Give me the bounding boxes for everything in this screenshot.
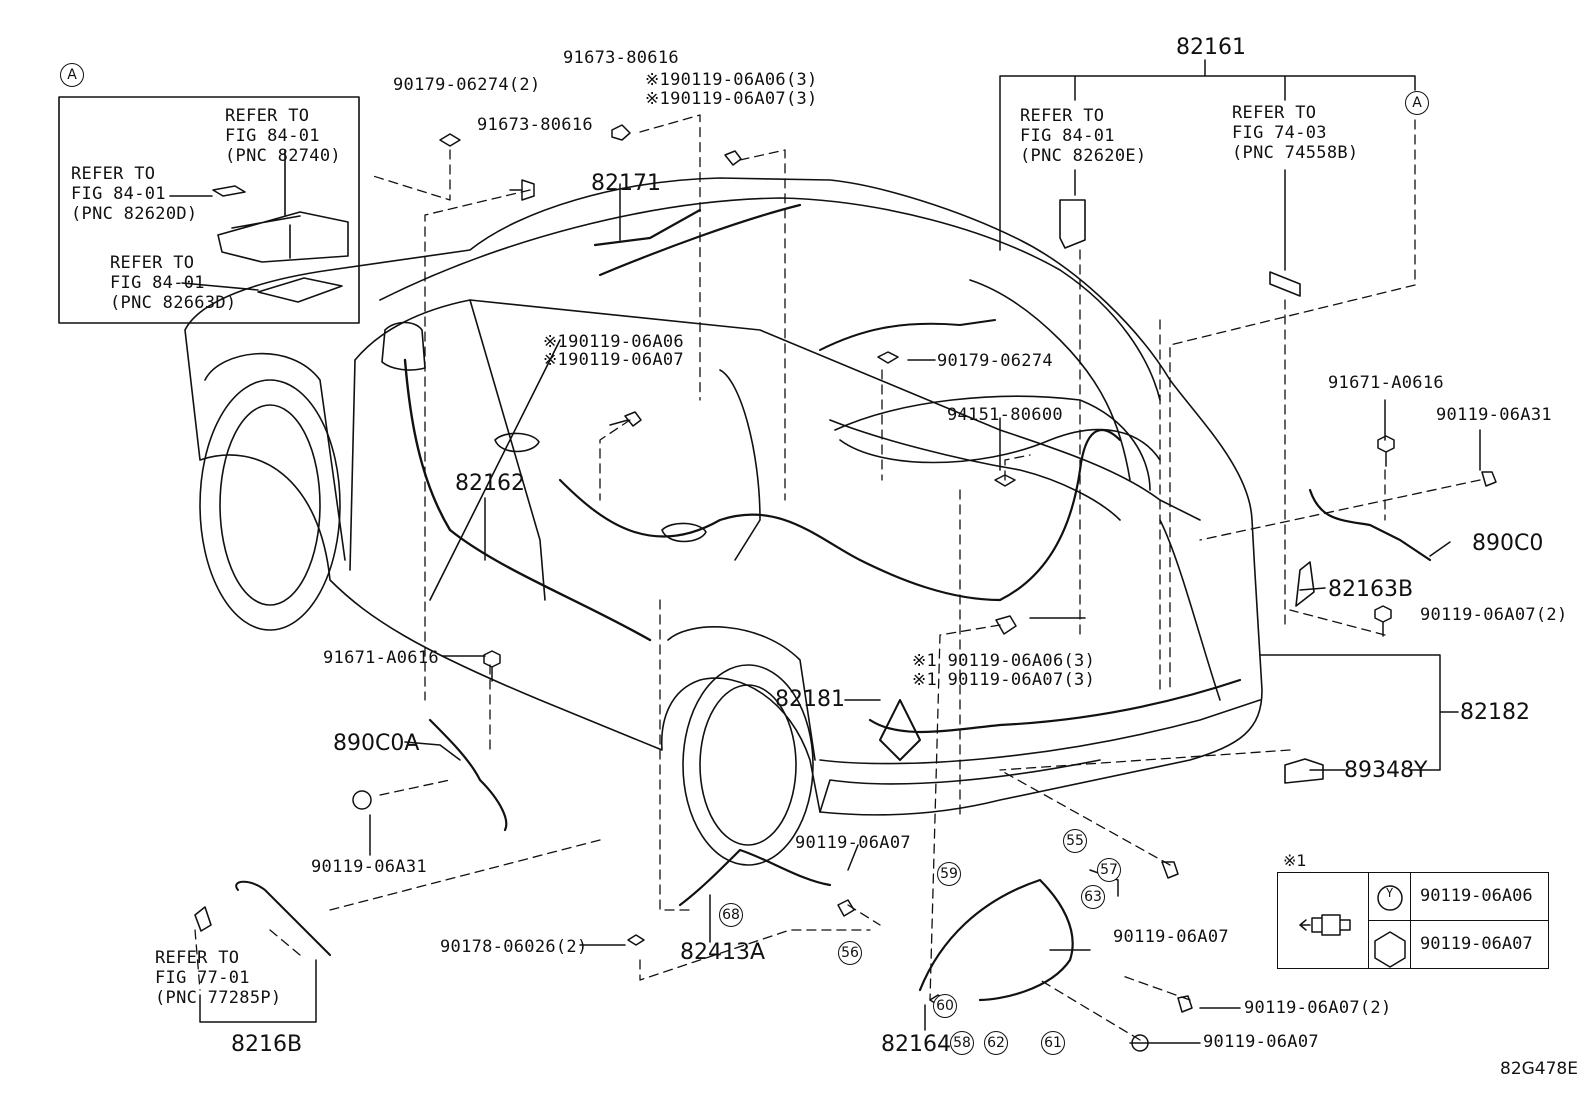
legend-row-90119-06A07: 90119-06A07 <box>1420 934 1533 954</box>
part-74558B <box>1269 271 1301 297</box>
fastener-90119-06A07-center: 90119-06A07 <box>795 833 911 853</box>
legend-row-90119-06A06: 90119-06A06 <box>1420 886 1533 906</box>
part-82163B: 82163B <box>1328 577 1414 602</box>
fastener-90119-06A07-2-right: 90119-06A07(2) <box>1420 605 1568 625</box>
fastener-90119-06A07-3-center: ※1 90119-06A07(3) <box>912 670 1096 690</box>
legend-y-symbol: Y <box>1386 886 1394 900</box>
callout-60: 60 <box>933 994 957 1018</box>
callout-58: 58 <box>950 1031 974 1055</box>
front-wheel <box>199 379 341 631</box>
fastener-90119-06A07-3-top: ※190119-06A07(3) <box>645 89 818 109</box>
callout-68: 68 <box>719 903 743 927</box>
part-82164: 82164 <box>881 1032 951 1057</box>
fastener-90179-06274: 90179-06274 <box>937 351 1053 371</box>
fastener-90119-06A06-3-center: ※1 90119-06A06(3) <box>912 651 1096 671</box>
fastener-90119-06A31-left: 90119-06A31 <box>311 857 427 877</box>
inset-marker-a-ref: A <box>1405 91 1429 115</box>
fastener-90119-06A07-mid: ※190119-06A07 <box>543 350 684 370</box>
harness-82164 <box>918 878 1074 1002</box>
callout-56: 56 <box>838 941 862 965</box>
fastener-94151-80600: 94151-80600 <box>947 405 1063 425</box>
harness-82162 <box>403 358 652 642</box>
part-82163B <box>1295 561 1315 607</box>
callout-55: 55 <box>1063 829 1087 853</box>
door-handle-rear <box>661 522 707 543</box>
inset-ecu-part <box>217 211 349 263</box>
callout-59: 59 <box>937 862 961 886</box>
diagram-code: 82G478E <box>1500 1059 1578 1079</box>
part-82161: 82161 <box>1176 35 1246 60</box>
part-8216B: 8216B <box>231 1032 303 1057</box>
dashed-leaders <box>194 114 1481 1041</box>
fastener-91671-A0616-left: 91671-A0616 <box>323 648 439 668</box>
fastener-91673-80616: 91673-80616 <box>477 115 593 135</box>
part-82162: 82162 <box>455 471 525 496</box>
harness-890C0A <box>428 718 508 832</box>
part-89348Y: 89348Y <box>1344 758 1428 783</box>
fastener-90179-06274-2: 90179-06274(2) <box>393 75 541 95</box>
legend-table: Y 90119-06A06 90119-06A07 <box>1277 872 1549 969</box>
fastener-90119-06A07-bottom: 90119-06A07 <box>1203 1032 1319 1052</box>
part-890C0: 890C0 <box>1472 531 1544 556</box>
fastener-91673-80616-top: 91673-80616 <box>563 48 679 68</box>
fastener-90178-06026-2: 90178-06026(2) <box>440 937 588 957</box>
inset-plate-part <box>257 277 343 303</box>
fastener-icons <box>352 124 1497 1052</box>
fastener-90119-06A07-bottom-right: 90119-06A07 <box>1113 927 1229 947</box>
door-handle-front <box>494 432 540 453</box>
part-82413A: 82413A <box>680 940 766 965</box>
part-82181: 82181 <box>775 687 845 712</box>
callout-57: 57 <box>1097 858 1121 882</box>
car-body-outline <box>184 177 1263 816</box>
side-mirror <box>381 321 426 371</box>
callout-61: 61 <box>1041 1031 1065 1055</box>
solid-leaders <box>199 59 1481 1044</box>
inset-marker-a: A <box>60 63 84 87</box>
part-82171: 82171 <box>591 171 661 196</box>
rear-wheel <box>682 664 814 866</box>
harness-82182 <box>868 678 1242 734</box>
legend-bolt-cell <box>1278 873 1369 968</box>
callout-62: 62 <box>984 1031 1008 1055</box>
fastener-90119-06A06-mid: ※190119-06A06 <box>543 332 684 352</box>
part-82620E <box>1059 199 1086 249</box>
fastener-91671-A0616-right: 91671-A0616 <box>1328 373 1444 393</box>
harness-82161 <box>998 429 1122 602</box>
inset-box <box>58 96 360 324</box>
fastener-90119-06A07-2-bottom: 90119-06A07(2) <box>1244 998 1392 1018</box>
part-890C0A: 890C0A <box>333 731 420 756</box>
legend-icons <box>1299 885 1406 968</box>
harness-82413A <box>678 848 832 907</box>
callout-63: 63 <box>1081 885 1105 909</box>
fastener-90119-06A31-right: 90119-06A31 <box>1436 405 1552 425</box>
legend-marker: ※1 <box>1283 851 1307 870</box>
part-89348Y <box>1284 758 1324 784</box>
harness-890C0 <box>1308 488 1432 562</box>
fastener-90119-06A06-3-top: ※190119-06A06(3) <box>645 70 818 90</box>
part-82182: 82182 <box>1460 700 1530 725</box>
inset-clip-part <box>212 185 246 197</box>
